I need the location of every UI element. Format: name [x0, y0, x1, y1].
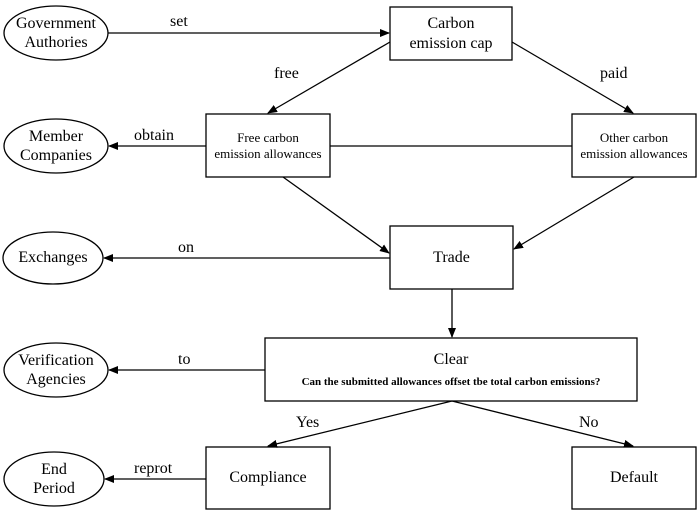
end-period-node: End Period [4, 452, 104, 506]
compliance-label: Compliance [229, 469, 307, 487]
other-allowances-label-line2: emission allowances [580, 145, 688, 161]
default-label: Default [610, 469, 658, 487]
free-arrow [267, 41, 391, 114]
no-arrow [451, 400, 634, 448]
exchanges-node: Exchanges [3, 232, 103, 284]
edge-label-paid: paid [600, 65, 628, 82]
government-authorities-label-line1: Government [16, 14, 96, 32]
edge-label-reprot: reprot [134, 460, 173, 477]
carbon-emission-cap-label-line1: Carbon [427, 15, 475, 33]
carbon-emission-cap-box [389, 6, 513, 61]
clear-title: Clear [433, 351, 469, 369]
edge-label-set: set [170, 13, 188, 30]
free-allowances-label-line2: emission allowances [214, 145, 322, 161]
edge-label-no: No [579, 414, 599, 431]
edge-label-free: free [274, 65, 299, 82]
member-companies-label-line1: Member [28, 127, 84, 145]
carbon-emission-cap-node: Carbon emission cap [390, 7, 512, 60]
default-box [571, 446, 697, 510]
edge-label-yes: Yes [296, 414, 320, 431]
compliance-node: Compliance [206, 447, 330, 509]
government-authorities-label-line2: Authories [24, 34, 88, 51]
edge-label-obtain: obtain [134, 127, 174, 144]
edge-label-on: on [178, 239, 194, 256]
verification-agencies-node: Verification Agencies [4, 343, 108, 397]
other-to-trade-arrow [513, 176, 635, 250]
other-allowances-label-line1: Other carbon [599, 129, 669, 145]
other-allowances-node: Other carbon emission allowances [572, 114, 696, 177]
default-node: Default [572, 447, 696, 509]
end-period-label-line2: Period [33, 480, 75, 497]
trade-node: Trade [390, 226, 513, 289]
member-companies-node: Member Companies [4, 119, 108, 173]
paid-arrow [511, 41, 634, 114]
trade-label: Trade [433, 248, 470, 266]
member-companies-label-line2: Companies [20, 147, 92, 164]
clear-node: Clear Can the submitted allowances offse… [265, 338, 637, 401]
yes-arrow [267, 400, 453, 448]
free-to-trade-arrow [282, 176, 390, 254]
verification-agencies-label-line1: Verification [18, 351, 94, 369]
free-allowances-label-line1: Free carbon [237, 129, 299, 145]
edge-label-to: to [178, 351, 191, 368]
free-allowances-node: Free carbon emission allowances [206, 114, 330, 177]
clear-question: Can the submitted allowances offset tbe … [301, 375, 601, 388]
verification-agencies-label-line2: Agencies [26, 371, 86, 388]
exchanges-label: Exchanges [18, 249, 88, 267]
carbon-emission-cap-label-line2: emission cap [409, 34, 493, 52]
end-period-label-line1: End [41, 460, 67, 478]
government-authorities-node: Government Authories [4, 6, 108, 60]
